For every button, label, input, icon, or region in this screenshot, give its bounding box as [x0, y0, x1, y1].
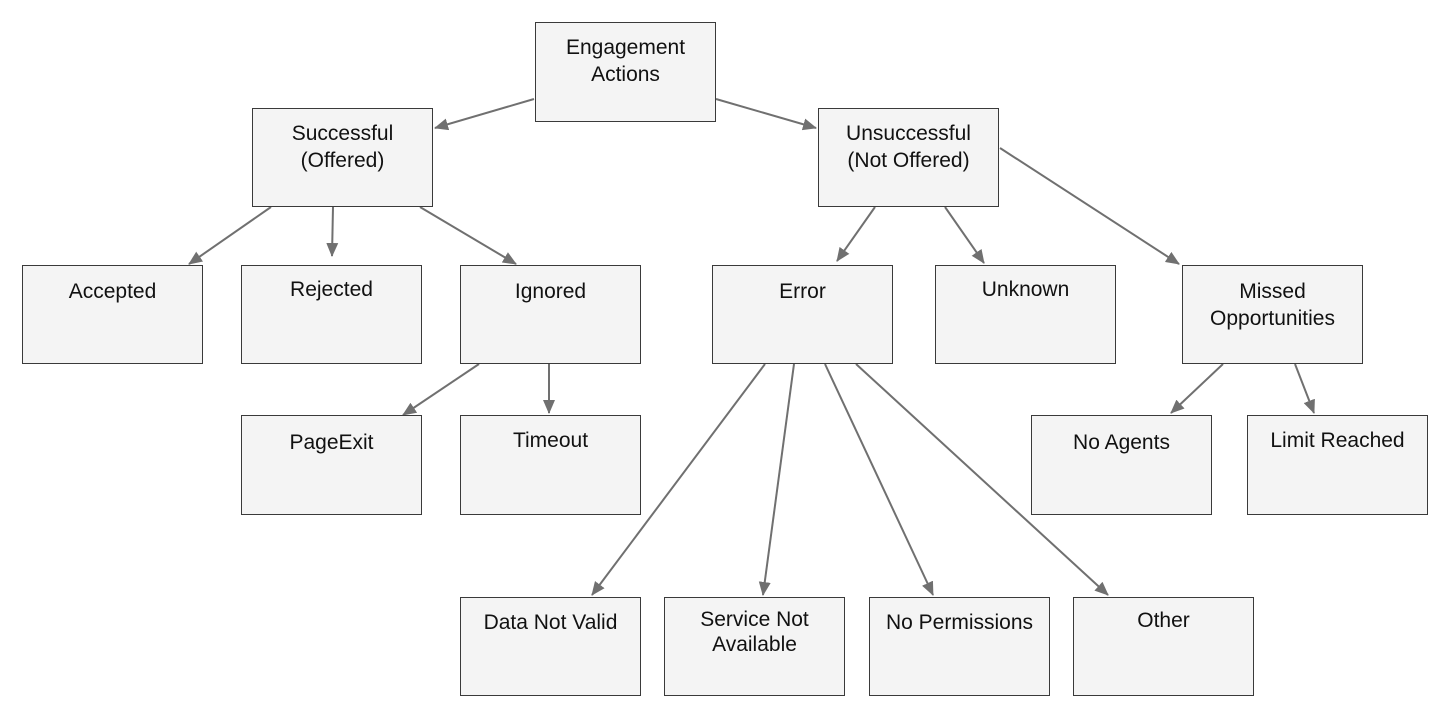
edge-missed-to-limit-reached: [1294, 363, 1315, 414]
node-timeout: Timeout: [460, 415, 641, 515]
node-ignored: Ignored: [460, 265, 641, 364]
node-unknown: Unknown: [935, 265, 1116, 364]
node-no-agents: No Agents: [1031, 415, 1212, 515]
node-data-not-valid: Data Not Valid: [460, 597, 641, 696]
edge-successful-to-rejected: [326, 206, 339, 257]
edge-root-to-successful: [434, 98, 535, 131]
node-other: Other: [1073, 597, 1254, 696]
edge-successful-to-ignored: [419, 206, 517, 265]
node-rejected: Rejected: [241, 265, 422, 364]
node-limit-reached: Limit Reached: [1247, 415, 1428, 515]
edge-unsuccessful-to-error: [836, 206, 876, 262]
edge-successful-to-accepted: [188, 206, 272, 265]
edge-unsuccessful-to-missed: [999, 147, 1180, 265]
edge-unsuccessful-to-unknown: [944, 206, 985, 264]
node-accepted: Accepted: [22, 265, 203, 364]
edge-ignored-to-pageexit: [402, 363, 480, 416]
node-missed-opportunities: Missed Opportunities: [1182, 265, 1363, 364]
edge-error-to-no-permissions: [824, 363, 934, 596]
node-service-not-available: Service Not Available: [664, 597, 845, 696]
node-pageexit: PageExit: [241, 415, 422, 515]
node-engagement-actions: Engagement Actions: [535, 22, 716, 122]
node-no-permissions: No Permissions: [869, 597, 1050, 696]
edge-error-to-service-not-available: [758, 363, 795, 596]
edge-missed-to-no-agents: [1170, 363, 1224, 414]
node-successful: Successful (Offered): [252, 108, 433, 207]
edge-error-to-other: [855, 363, 1109, 596]
node-unsuccessful: Unsuccessful (Not Offered): [818, 108, 999, 207]
node-error: Error: [712, 265, 893, 364]
edge-error-to-data-not-valid: [591, 363, 766, 596]
edge-root-to-unsuccessful: [715, 98, 817, 131]
